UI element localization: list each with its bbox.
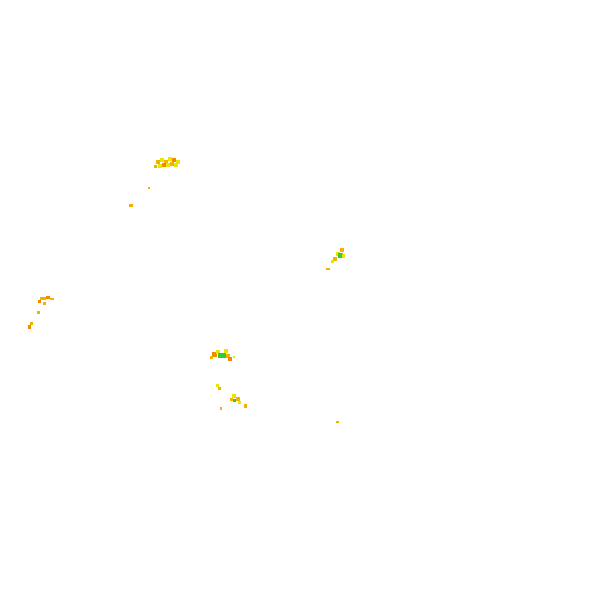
precipitation-cell-e: [216, 384, 339, 423]
precipitation-cell-d: [210, 349, 235, 361]
precipitation-cell-c: [28, 296, 54, 329]
precipitation-cell-b: [326, 248, 345, 270]
precipitation-cell-a: [129, 157, 180, 207]
